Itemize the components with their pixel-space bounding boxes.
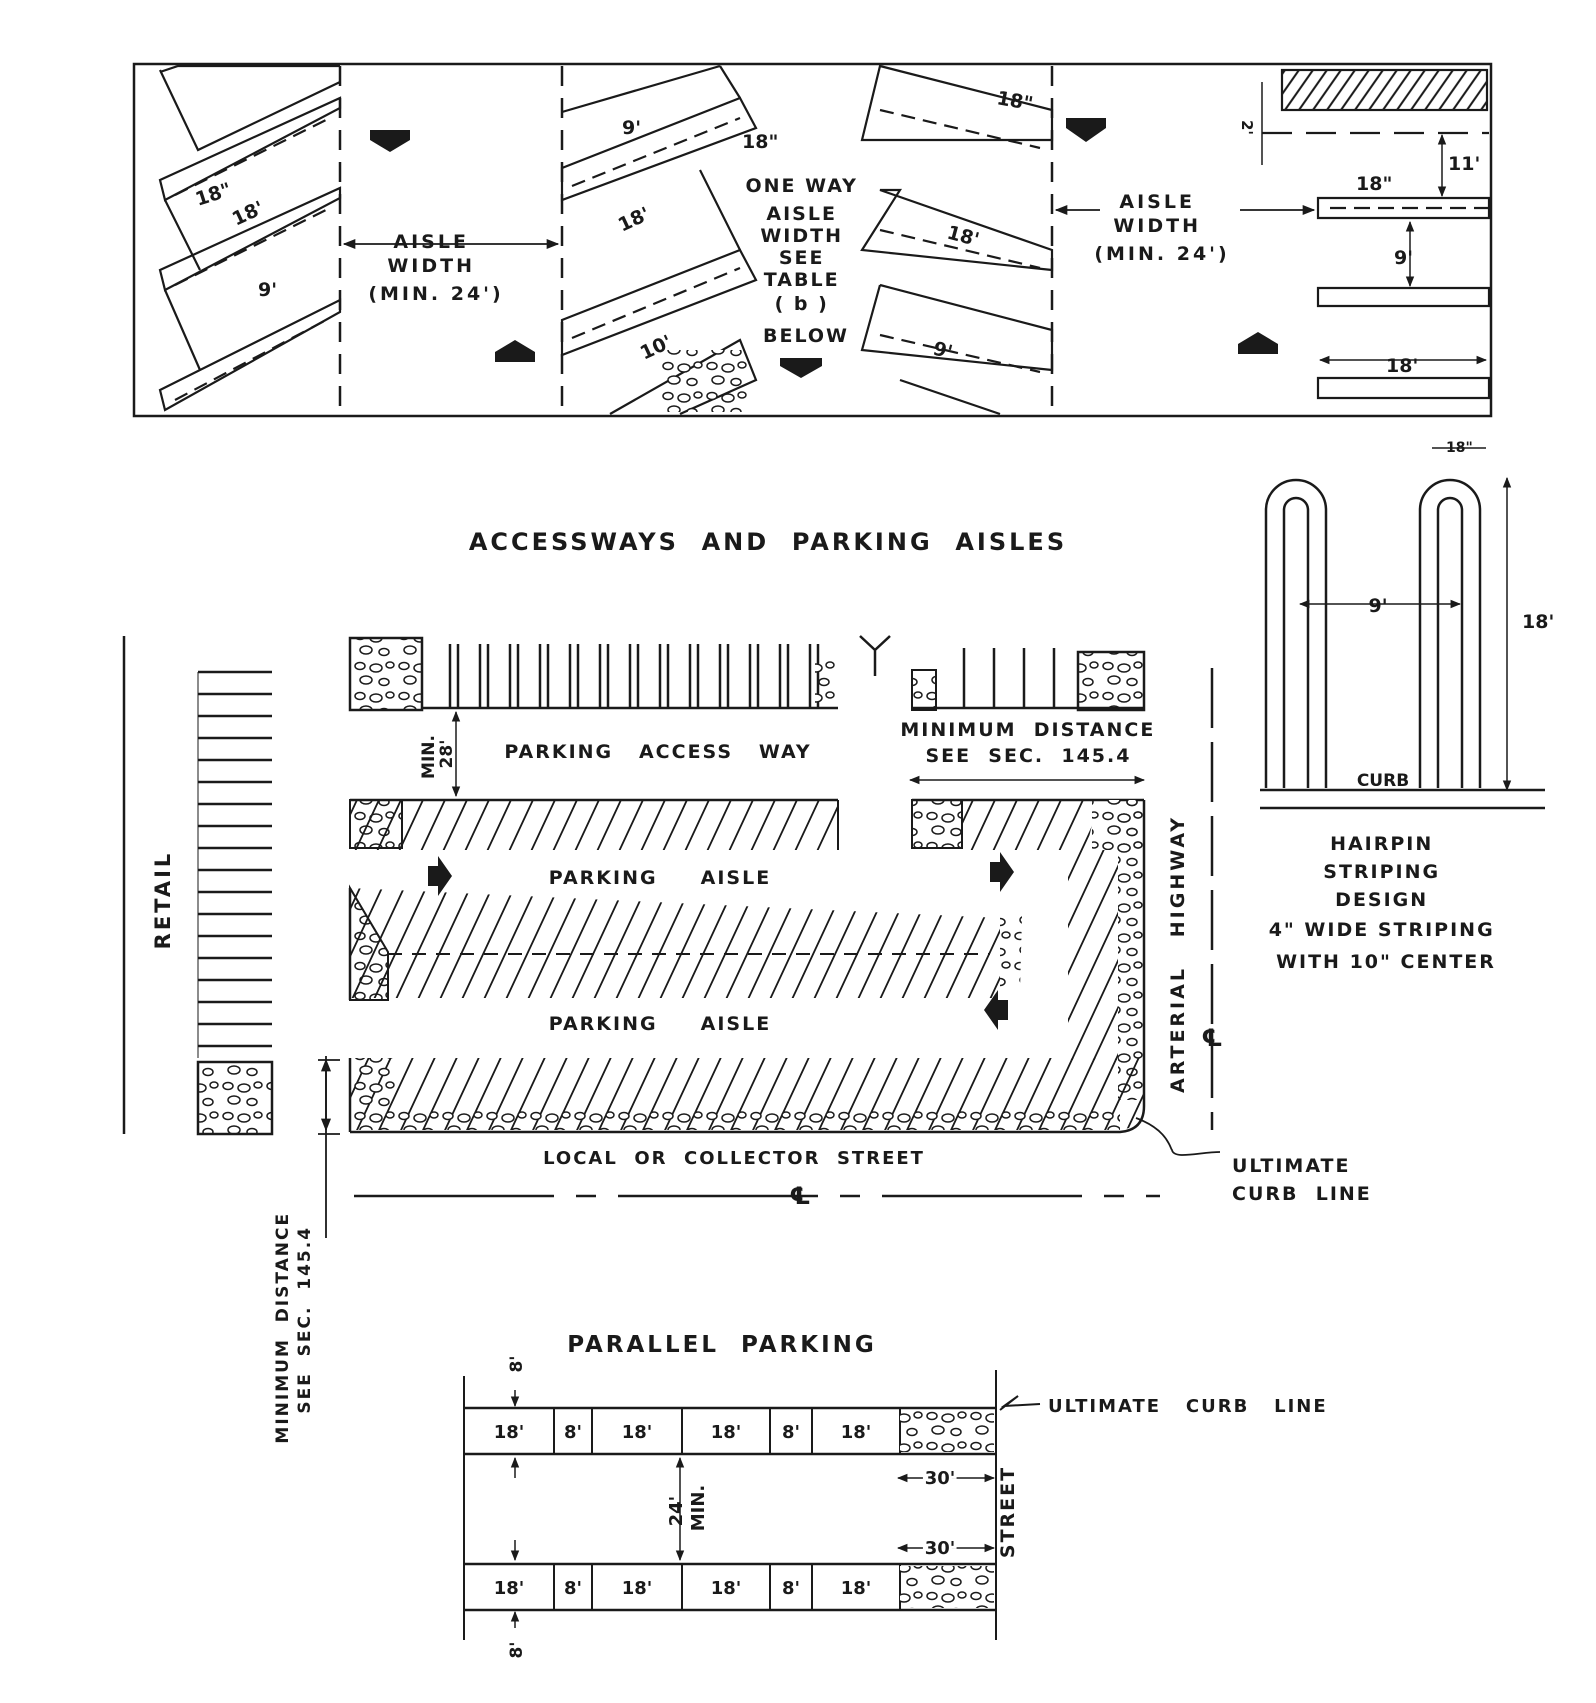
- dim-label: 18": [995, 87, 1035, 115]
- ultimate-curb-label: ULTIMATE CURB LINE: [1048, 1396, 1328, 1417]
- gravel-island: [660, 350, 750, 412]
- dim-label: 18': [1522, 611, 1554, 633]
- arterial-highway-label: ARTERIAL HIGHWAY: [1167, 815, 1189, 1093]
- retail-perpendicular-stalls: [198, 670, 272, 1048]
- min-distance-top-label: MINIMUM DISTANCE SEE SEC. 145.4: [0, 0, 1216, 767]
- aisle-24-label: 24' MIN.: [666, 1485, 709, 1532]
- dim-label: 18": [742, 131, 778, 153]
- arrow-up-icon: [1238, 332, 1278, 354]
- top-dimensions: 18" 18' 9' 9' 18" 18' 10' 18" 18' 9' 2' …: [193, 87, 1481, 377]
- ultimate-curb-label: ULTIMATE CURB LINE: [1232, 1155, 1370, 1205]
- top-panel: AISLE WIDTH (MIN. 24') ONE WAY AISLE WID…: [132, 62, 1493, 418]
- entrance-arrow-icon: [859, 635, 891, 676]
- gravel-island: [911, 799, 963, 849]
- gravel-island: [348, 636, 424, 712]
- stall-dimension-label: 18': [841, 1422, 872, 1443]
- angled-stall-row: [1068, 850, 1118, 1060]
- dim-label: 30': [925, 1538, 956, 1559]
- gravel-island: [350, 1058, 396, 1108]
- top-stall-row: [448, 644, 820, 708]
- dim-label: 18": [1356, 173, 1392, 195]
- dim-label: 11': [1448, 153, 1480, 175]
- gravel-island: [815, 660, 837, 708]
- traffic-arrows: [428, 852, 1014, 1030]
- gravel-island: [900, 1566, 994, 1608]
- accessways-title: ACCESSWAYS AND PARKING AISLES: [469, 528, 1067, 556]
- angled-stalls-left: [158, 64, 342, 412]
- arrow-down-icon: [780, 358, 822, 378]
- hairpin-striping-detail: 18" 9' 18' CURB HAIRPIN STRIPING DESIGN …: [1260, 440, 1554, 973]
- parallel-parking: PARALLEL PARKING 18'8'18'18'8'18' 18'8'1…: [463, 1332, 1328, 1659]
- stall-dimension-label: 18': [622, 1578, 653, 1599]
- top-panel-frame: [132, 62, 1493, 418]
- dim-label: 8': [507, 1355, 527, 1372]
- centerline-symbol: ℄: [789, 1182, 811, 1210]
- gravel-island: [1118, 800, 1144, 1100]
- parallel-parking-title: PARALLEL PARKING: [567, 1332, 877, 1358]
- dim-label: 2': [1238, 120, 1256, 135]
- top-stall-row-right: [962, 648, 1056, 708]
- dim-label: 18': [229, 197, 268, 231]
- stall-dimension-label: 8': [782, 1578, 800, 1599]
- arrow-left-icon: [984, 990, 1008, 1030]
- curb-label: CURB: [1357, 771, 1409, 791]
- perpendicular-stalls-right: [1262, 68, 1491, 400]
- stall-dimension-label: 18': [841, 1578, 872, 1599]
- parking-aisle-label: PARKING AISLE: [549, 867, 771, 889]
- angled-stall-row: [350, 800, 838, 850]
- stall-dimension-label: 18': [711, 1422, 742, 1443]
- site-plan: RETAIL MIN. 28' PARKING ACCESS WAY MINIM…: [0, 0, 1370, 1623]
- callout-leader: [1135, 1117, 1221, 1156]
- street-label: STREET: [997, 1466, 1019, 1558]
- double-angled-stall-row: [350, 888, 1000, 998]
- stall-dimension-label: 8': [564, 1578, 582, 1599]
- dim-label: 30': [925, 1468, 956, 1489]
- one-way-label: ONE WAY AISLE WIDTH SEE TABLE ( b ) BELO…: [745, 175, 866, 347]
- aisle-width-label-left: AISLE WIDTH (MIN. 24'): [368, 231, 503, 305]
- dim-label: 9': [1368, 595, 1387, 617]
- hairpin-caption: HAIRPIN STRIPING DESIGN 4" WIDE STRIPING…: [1269, 833, 1504, 973]
- gravel-strip: [350, 1110, 1120, 1130]
- arrow-right-icon: [428, 856, 452, 896]
- min-distance-left-label: MINIMUM DISTANCE SEE SEC. 145.4: [0, 1156, 315, 1623]
- local-street-label: LOCAL OR COLLECTOR STREET: [543, 1148, 925, 1169]
- min-28-label: MIN. 28': [419, 729, 457, 779]
- top-row-dims: 18' 8' 18' 18' 8' 18': [494, 1422, 872, 1443]
- bottom-row-dims: 18' 8' 18' 18' 8' 18': [494, 1578, 872, 1599]
- gravel-island: [196, 1060, 274, 1136]
- stall-dimension-label: 8': [782, 1422, 800, 1443]
- gravel-island: [911, 669, 937, 711]
- arrow-down-icon: [1066, 118, 1106, 142]
- dim-label: 18": [1446, 440, 1473, 456]
- dim-label: 8': [507, 1641, 527, 1658]
- parking-access-way-label: PARKING ACCESS WAY: [504, 741, 811, 763]
- stall-dimension-label: 18': [494, 1422, 525, 1443]
- centerline-symbol: ℄: [1201, 1024, 1223, 1052]
- stall-dimension-label: 18': [711, 1578, 742, 1599]
- arrow-down-icon: [370, 130, 410, 152]
- arrow-right-icon: [990, 852, 1014, 892]
- direction-arrows: [370, 118, 1278, 378]
- angled-stall-row: [962, 800, 1098, 850]
- dim-label: 18': [615, 203, 654, 237]
- angled-stalls-center-left: [560, 64, 758, 416]
- dim-label: 9': [258, 279, 277, 301]
- dim-label: 18': [1386, 355, 1418, 377]
- arrow-up-icon: [495, 340, 535, 362]
- dim-label: 9': [622, 117, 641, 139]
- ultimate-curb-line: [350, 800, 1146, 1134]
- aisle-width-label-right: AISLE WIDTH (MIN. 24'): [1094, 191, 1229, 265]
- dim-label: 9': [1394, 247, 1413, 269]
- stall-dimension-label: 8': [564, 1422, 582, 1443]
- callout-leader: [999, 1395, 1041, 1411]
- gravel-island: [1076, 650, 1146, 712]
- stall-dimension-label: 18': [494, 1578, 525, 1599]
- angled-stalls-center-right: [860, 64, 1054, 416]
- stall-dimension-label: 18': [622, 1422, 653, 1443]
- retail-label: RETAIL: [151, 851, 175, 950]
- gravel-island: [900, 1410, 994, 1452]
- gravel-island: [1000, 910, 1022, 990]
- parking-aisle-label: PARKING AISLE: [549, 1013, 771, 1035]
